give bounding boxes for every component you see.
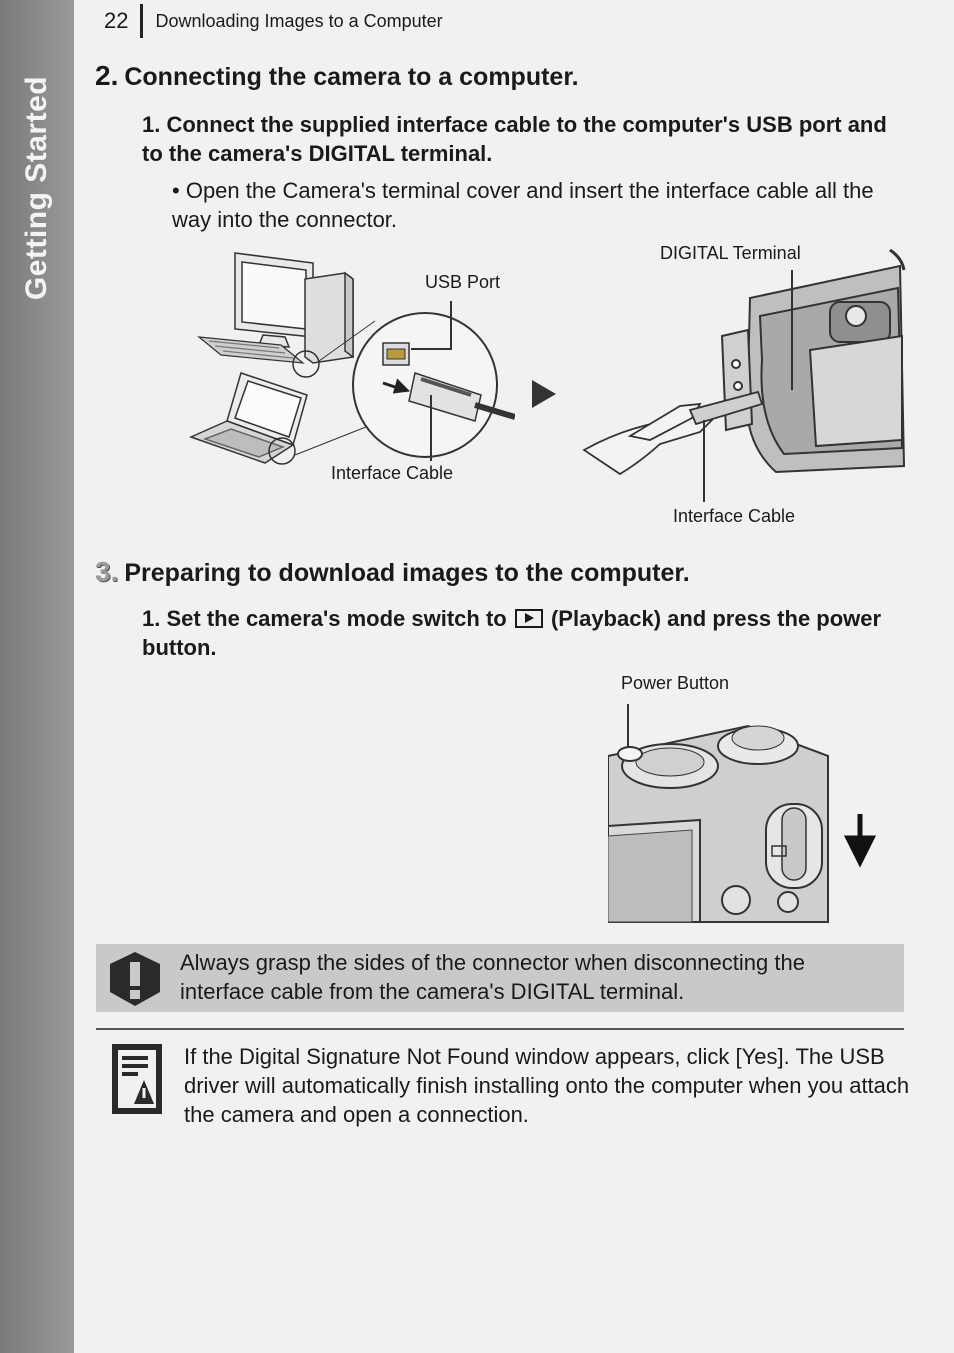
note-divider	[96, 1028, 904, 1030]
running-header: 22 Downloading Images to a Computer	[104, 4, 443, 38]
step2-number: 2.	[95, 60, 119, 91]
side-tab-label: Getting Started	[20, 75, 53, 301]
side-tab: Getting Started	[0, 0, 74, 1353]
step2-substep: 1. Connect the supplied interface cable …	[142, 110, 902, 168]
label-power-button: Power Button	[621, 673, 730, 693]
step2-bullet: • Open the Camera's terminal cover and i…	[172, 176, 892, 234]
power-button	[617, 746, 643, 762]
label-digital-terminal: DIGITAL Terminal	[660, 243, 801, 263]
step2-substep-text: Connect the supplied interface cable to …	[142, 112, 887, 166]
step3-substep: 1. Set the camera's mode switch to (Play…	[142, 604, 882, 662]
step3-number: 3.	[95, 556, 119, 587]
header-divider	[140, 4, 144, 38]
caution-text: Always grasp the sides of the connector …	[180, 950, 805, 1004]
tower-port-marker	[292, 350, 320, 378]
laptop	[188, 372, 308, 464]
page-number: 22	[104, 8, 129, 33]
usb-magnified-view	[352, 312, 515, 458]
arrow-down-icon	[843, 814, 877, 868]
camera-digital-terminal-illustration	[582, 248, 906, 502]
step3-title: Preparing to download images to the comp…	[124, 559, 690, 587]
computer-illustration	[188, 252, 515, 465]
step3-substep-text-after: (Playback) and press the power button.	[142, 606, 882, 660]
label-interface-cable-right: Interface Cable	[673, 506, 796, 526]
desktop-tower	[304, 271, 354, 364]
desktop-keyboard	[197, 336, 305, 364]
label-interface-cable-left: Interface Cable	[331, 463, 454, 483]
playback-icon	[514, 609, 543, 628]
step3-heading: 3. Preparing to download images to the c…	[95, 556, 690, 588]
step3-substep-number: 1.	[142, 606, 161, 631]
step2-heading: 2. Connecting the camera to a computer.	[95, 60, 579, 92]
desktop-monitor	[234, 252, 314, 348]
step2-bullet-text: Open the Camera's terminal cover and ins…	[172, 178, 874, 232]
caution-icon	[110, 952, 160, 1006]
bullet-dot: •	[172, 178, 180, 203]
label-usb-port: USB Port	[425, 272, 501, 292]
caution-box: Always grasp the sides of the connector …	[96, 944, 904, 1012]
laptop-port-marker	[268, 437, 296, 465]
camera-power-button-illustration	[608, 704, 877, 923]
camera-body	[745, 264, 906, 474]
note-icon	[112, 1044, 162, 1114]
step2-title: Connecting the camera to a computer.	[124, 63, 579, 91]
step3-substep-text-before: Set the camera's mode switch to	[166, 606, 507, 631]
note-text: If the Digital Signature Not Found windo…	[184, 1044, 910, 1127]
step2-substep-number: 1.	[142, 112, 161, 137]
arrow-right-icon	[532, 380, 556, 408]
usb-port-leader	[411, 301, 452, 350]
running-title: Downloading Images to a Computer	[155, 10, 443, 31]
hand-and-cable	[582, 390, 764, 476]
